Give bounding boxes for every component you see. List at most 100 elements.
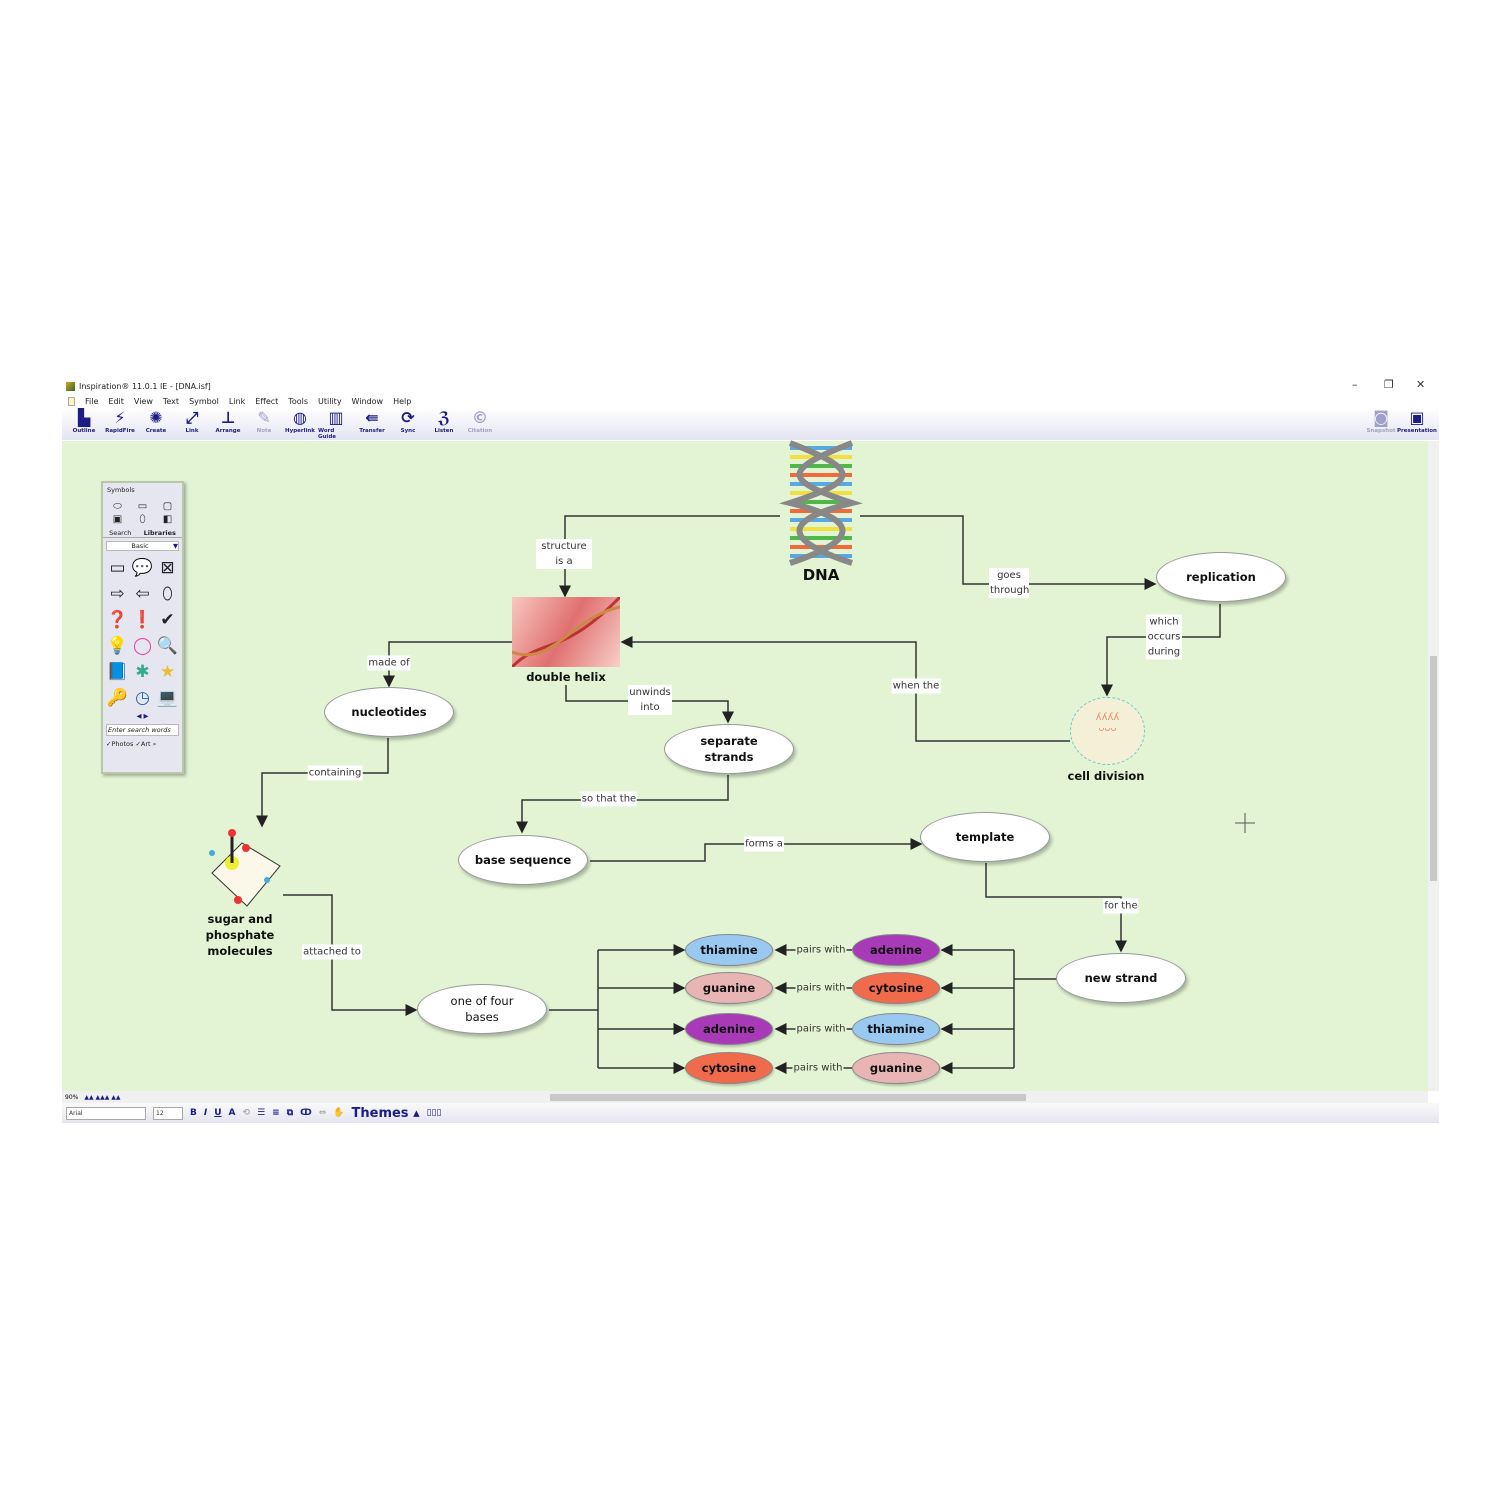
horizontal-scrollbar[interactable]: 90% ▲▲ ▲▲▲ ▲▲ (62, 1091, 1428, 1103)
underline-button[interactable]: U (214, 1108, 222, 1118)
base-node-adenine[interactable]: adenine (852, 934, 940, 966)
node-separate-strands[interactable]: separate strands (664, 724, 794, 774)
menu-symbol[interactable]: Symbol (189, 396, 219, 406)
font-select[interactable]: Arial (66, 1106, 146, 1120)
connector[interactable] (620, 636, 1070, 742)
tab-search[interactable]: Search (109, 529, 132, 537)
themes-button[interactable]: Themes ▴ (351, 1105, 420, 1121)
symbol-grid[interactable]: ▭💬⊠⇨⇦⬯❓❗✔💡◯🔍📘✱★🔑◷💻 (106, 558, 179, 708)
shape-icon[interactable]: ⧉ (286, 1108, 294, 1118)
link-label-goes-through[interactable]: goes through (989, 568, 1030, 598)
node-template[interactable]: template (920, 812, 1050, 862)
toolbar-note[interactable]: ✎Note (256, 408, 272, 434)
base-node-guanine[interactable]: guanine (852, 1052, 940, 1084)
shape-presets[interactable]: ⬭▭▢▣⬯◧ (112, 501, 173, 525)
node-dna[interactable]: DNA (802, 566, 840, 584)
base-node-thiamine[interactable]: thiamine (685, 934, 773, 966)
node-base-sequence[interactable]: base sequence (458, 835, 588, 885)
horizontal-scroll-thumb[interactable] (550, 1094, 1026, 1101)
connector[interactable] (985, 863, 1127, 953)
arrow-icon[interactable]: ⇔ (318, 1108, 327, 1118)
minimize-button[interactable]: – (1352, 378, 1358, 391)
link-label-when-the[interactable]: when the (891, 678, 941, 694)
italic-button[interactable]: I (203, 1108, 208, 1118)
base-node-cytosine[interactable]: cytosine (852, 972, 940, 1004)
vertical-scrollbar[interactable] (1428, 441, 1439, 1091)
connector[interactable] (860, 515, 1157, 590)
zoom-mountains-icon[interactable]: ▲▲ ▲▲▲ ▲▲ (84, 1093, 121, 1101)
font-size-select[interactable]: 12 (153, 1106, 183, 1120)
toolbar-arrange[interactable]: ⊥Arrange (215, 408, 241, 434)
menu-file[interactable]: File (85, 396, 99, 406)
base-node-adenine[interactable]: adenine (685, 1013, 773, 1045)
link-label-structure[interactable]: structure is a (536, 539, 592, 569)
toolbar-presentation[interactable]: ▣Presentation (1397, 408, 1437, 434)
node-cell-division[interactable]: cell division (1067, 769, 1145, 783)
library-select[interactable]: Basic ▼ (106, 541, 179, 551)
menu-window[interactable]: Window (351, 396, 384, 406)
link-label-pairs-with[interactable]: pairs with (795, 1021, 847, 1037)
toolbar-outline[interactable]: ▙Outline (72, 408, 96, 434)
toolbar-rapidfire[interactable]: ⚡RapidFire (105, 408, 135, 434)
toolbar-citation[interactable]: ©Citation (467, 408, 493, 434)
hand-icon[interactable]: ✋ (333, 1108, 345, 1118)
toolbar-transfer[interactable]: ⇚Transfer (359, 408, 385, 434)
menu-help[interactable]: Help (393, 396, 412, 406)
node-replication[interactable]: replication (1156, 552, 1286, 602)
tab-libraries[interactable]: Libraries (143, 529, 176, 537)
close-button[interactable]: ✕ (1416, 378, 1426, 391)
photos-checkbox[interactable]: ✓Photos (106, 740, 134, 748)
link-label-so-that[interactable]: so that the (580, 791, 638, 807)
node-new-strand[interactable]: new strand (1056, 953, 1186, 1003)
toolbar-word-guide[interactable]: ▥Word Guide (318, 408, 344, 440)
symbol-search-input[interactable]: Enter search words (106, 724, 179, 736)
menu-tools[interactable]: Tools (288, 396, 309, 406)
search-icon[interactable]: ⌕ (152, 740, 157, 748)
base-node-cytosine[interactable]: cytosine (685, 1052, 773, 1084)
toolbar-create[interactable]: ✺Create (145, 408, 167, 434)
dna-illustration[interactable] (779, 440, 863, 566)
connector[interactable] (383, 641, 512, 688)
node-one-of-four-bases[interactable]: one of four bases (417, 984, 547, 1034)
link-label-containing[interactable]: containing (307, 765, 363, 781)
link-label-pairs-with[interactable]: pairs with (792, 1060, 844, 1076)
toolbar-hyperlink[interactable]: ◍Hyperlink (285, 408, 315, 434)
vertical-scroll-thumb[interactable] (1430, 656, 1437, 881)
double-helix-image[interactable] (512, 597, 620, 667)
menu-effect[interactable]: Effect (255, 396, 279, 406)
node-double-helix[interactable]: double helix (526, 670, 606, 684)
toolbar-snapshot[interactable]: ◙Snapshot (1366, 408, 1396, 434)
link-label-attached[interactable]: attached to (302, 944, 362, 960)
bold-button[interactable]: B (190, 1108, 197, 1118)
palette-page-arrows[interactable]: ◀ ▶ (136, 712, 149, 720)
menu-utility[interactable]: Utility (318, 396, 342, 406)
zoom-level[interactable]: 90% (65, 1093, 79, 1101)
link-label-pairs-with[interactable]: pairs with (795, 980, 847, 996)
effect-icon[interactable]: ↀ (300, 1108, 312, 1118)
node-sugar-phosphate[interactable]: sugar and phosphate molecules (205, 912, 275, 958)
link-label-forms[interactable]: forms a (744, 836, 784, 852)
base-node-thiamine[interactable]: thiamine (852, 1013, 940, 1045)
sugar-phosphate-image[interactable] (202, 828, 282, 908)
link-label-unwinds[interactable]: unwinds into (628, 685, 672, 715)
art-checkbox[interactable]: ✓Art (135, 740, 151, 748)
menu-link[interactable]: Link (228, 396, 246, 406)
connector[interactable] (559, 515, 780, 598)
connector[interactable] (590, 838, 923, 862)
link-label-made-of[interactable]: made of (367, 655, 411, 671)
connector[interactable] (256, 738, 389, 828)
node-nucleotides[interactable]: nucleotides (324, 687, 454, 737)
toolbar-link[interactable]: ⤢Link (185, 408, 199, 434)
line-style-icon[interactable]: ☰ (257, 1108, 266, 1118)
link-style-icon[interactable]: ⟲ (242, 1108, 251, 1118)
text-color-button[interactable]: A (228, 1108, 236, 1118)
menu-text[interactable]: Text (162, 396, 180, 406)
link-label-for-the[interactable]: for the (1103, 898, 1139, 914)
menu-view[interactable]: View (133, 396, 153, 406)
toolbar-sync[interactable]: ⟳Sync (400, 408, 416, 434)
menu-edit[interactable]: Edit (108, 396, 124, 406)
base-node-guanine[interactable]: guanine (685, 972, 773, 1004)
link-label-pairs-with[interactable]: pairs with (795, 942, 847, 958)
